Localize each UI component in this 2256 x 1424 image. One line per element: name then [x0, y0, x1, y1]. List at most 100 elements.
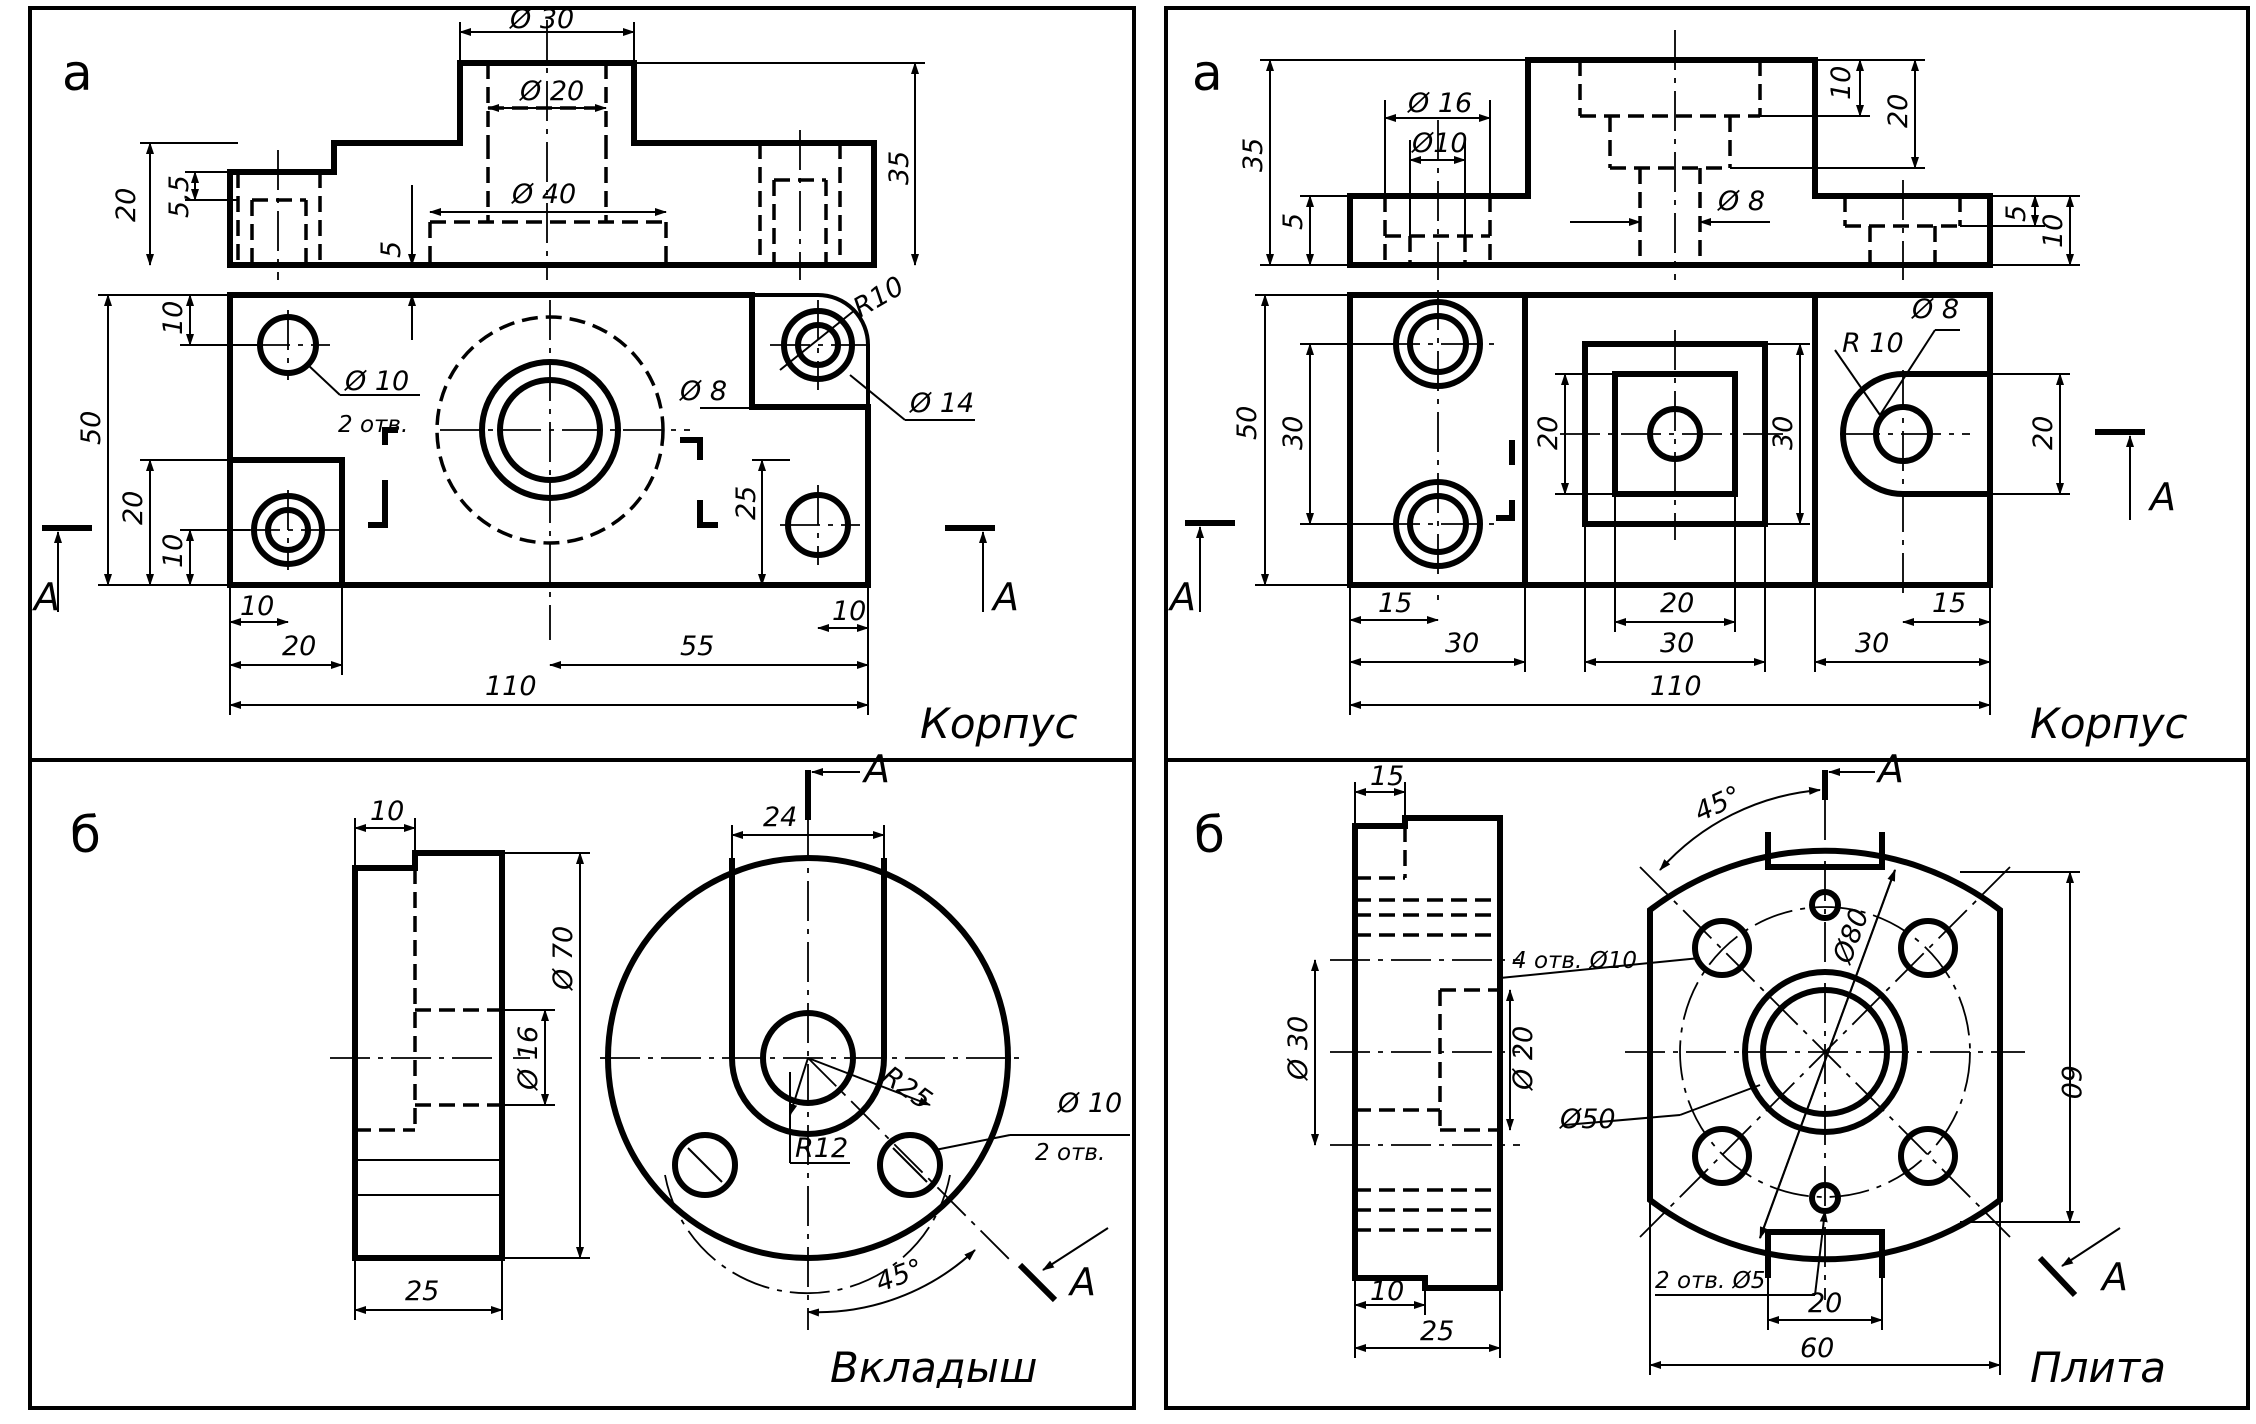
dim-text: Ø 30 [509, 4, 574, 35]
frame-left [28, 6, 1136, 1410]
section-letter: А [2099, 1255, 2128, 1299]
panel-label: а [1192, 44, 1223, 102]
dim-text: Ø 8 [1717, 186, 1765, 217]
dim-text: 10 [1826, 66, 1857, 100]
center-lines [600, 820, 1020, 1330]
dim-text: R12 [795, 1133, 848, 1164]
dim-text: 50 [76, 411, 107, 445]
dim-text: 45° [1690, 780, 1746, 828]
section-letter: А [1875, 747, 1904, 791]
dim-text: Ø 8 [1911, 294, 1959, 325]
bolt-hole [1898, 918, 1958, 978]
dim-text: 30 [1660, 628, 1694, 659]
dim-text: 50 [1232, 406, 1263, 440]
part-title: Корпус [2030, 699, 2188, 748]
bolt-hole [1692, 1126, 1752, 1186]
dim-text: 15 [1932, 588, 1966, 619]
dim-texts: Ø 30 Ø 20 Ø 40 35 20 5,5 5 10 50 20 10 Ø… [76, 4, 974, 702]
dim-text: 20 [118, 491, 149, 525]
dim-lines [354, 818, 1130, 1320]
dim-text: 30 [1855, 628, 1889, 659]
dim-text: 30 [1445, 628, 1479, 659]
section-mark-top: А [805, 747, 890, 820]
top-view-outline [1347, 292, 1993, 588]
dim-text: 25 [731, 486, 762, 520]
dim-text: 10 [1370, 1276, 1404, 1307]
dim-text: 24 [763, 802, 797, 833]
dim-text: 110 [485, 671, 537, 702]
dim-text: 20 [1808, 1288, 1842, 1319]
dim-text: R 10 [1842, 328, 1904, 359]
dim-text: Ø50 [1559, 1104, 1616, 1135]
dim-text: 15 [1378, 588, 1412, 619]
dim-text: 15 [1370, 761, 1404, 792]
panel-top-right: а [1167, 30, 2188, 748]
bolt-hole [1898, 1126, 1958, 1186]
dim-text: 10 [2038, 214, 2069, 248]
section-brackets [1496, 440, 1515, 521]
part-title: Вкладыш [830, 1343, 1037, 1392]
top-center-lines [1380, 290, 1970, 600]
part-title: Корпус [920, 699, 1078, 748]
section-mark-left: А [1167, 520, 1235, 619]
dim-text: 30 [1768, 416, 1799, 450]
section-letter: А [1067, 1260, 1096, 1304]
dim-text: 35 [1238, 138, 1269, 172]
dim-text: 5,5 [164, 175, 195, 218]
section-mark-bottom: А [2037, 1227, 2128, 1299]
frame-right [1164, 6, 2250, 1410]
panel-bottom-right: б [1194, 747, 2166, 1392]
dim-text: Ø 16 [513, 1026, 544, 1091]
dim-texts: 10 Ø 70 Ø 16 25 24 R25 R12 Ø 10 2 отв. 4… [370, 796, 1122, 1307]
hole-right [877, 1132, 943, 1198]
dim-text: 20 [1533, 416, 1564, 450]
dim-text: 5 [376, 241, 407, 258]
dim-text: 110 [1650, 671, 1702, 702]
dim-text: 55 [680, 631, 714, 662]
bolt-hole [1692, 918, 1752, 978]
dim-text: 5 [1278, 213, 1309, 230]
dim-lines [98, 22, 975, 715]
dim-text: Ø 16 [1407, 88, 1472, 119]
dim-text: 30 [1278, 416, 1309, 450]
dim-text: 20 [111, 188, 142, 222]
hole-cross-marks [687, 1147, 928, 1183]
dim-text: 35 [884, 151, 915, 185]
front-hidden-lines [1383, 60, 1962, 265]
panel-label: б [70, 806, 101, 864]
dim-text: Ø 14 [909, 388, 974, 419]
dim-text: 20 [1883, 94, 1914, 128]
section-letter: А [861, 747, 890, 791]
dim-text: Ø 70 [548, 926, 579, 991]
front-center-lines [277, 20, 801, 280]
dim-text: 10 [240, 591, 274, 622]
dim-text: Ø 30 [1283, 1016, 1314, 1081]
dim-text: 60 [1800, 1333, 1834, 1364]
dim-text: 60 [2055, 1065, 2086, 1099]
dim-text: 20 [282, 631, 316, 662]
dim-text: Ø 40 [511, 179, 576, 210]
dim-text: 25 [1420, 1316, 1454, 1347]
dim-texts: 35 5 Ø 16 Ø10 Ø 8 10 20 5 10 50 30 20 30… [1232, 66, 2069, 702]
dim-text: 45° [872, 1253, 928, 1298]
dim-text: 10 [832, 596, 866, 627]
dim-lines [1311, 782, 2080, 1375]
dim-text: Ø 10 [1057, 1088, 1122, 1119]
dim-text: 10 [158, 534, 189, 568]
section-letter: А [990, 575, 1019, 619]
section-letter: А [2147, 475, 2176, 519]
side-hidden-lines [355, 868, 502, 1132]
side-view-outline [1352, 815, 1503, 1291]
side-view-outline [352, 850, 505, 1261]
dim-text: 20 [1660, 588, 1694, 619]
side-hidden-lines [1355, 826, 1500, 1232]
panel-top-left: а [31, 4, 1078, 748]
dim-text: 25 [405, 1276, 439, 1307]
front-center-lines [1437, 30, 1904, 280]
section-mark-bottom: А [1017, 1227, 1109, 1304]
dim-text: Ø 10 [344, 366, 409, 397]
top-center-lines [240, 300, 870, 640]
section-brackets [368, 427, 718, 528]
section-letter: А [31, 575, 60, 619]
